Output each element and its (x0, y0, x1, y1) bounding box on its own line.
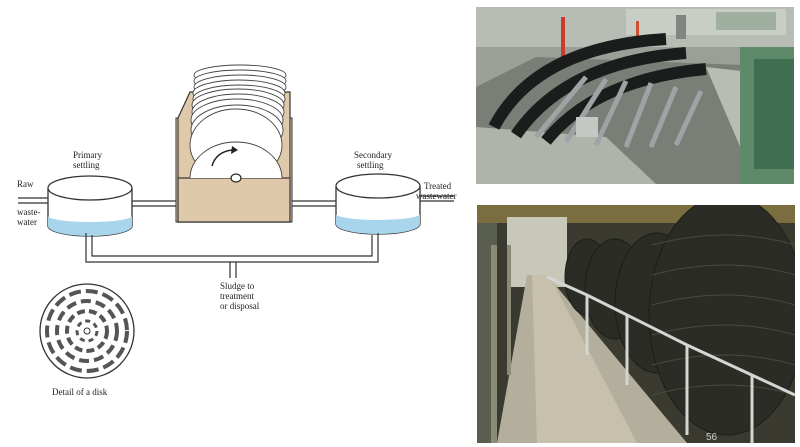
construction-photo-image (476, 7, 794, 184)
treated-outlet-pipe (420, 195, 454, 202)
raw-label-line3: water (17, 217, 37, 227)
sludge-line (85, 233, 379, 278)
sludge-label-2: treatment (220, 291, 254, 301)
disk-detail-label: Detail of a disk (52, 387, 108, 397)
disk-shaft-icon (230, 173, 242, 183)
raw-inlet-pipe (18, 197, 48, 204)
rotation-arrow-icon (211, 149, 233, 167)
secondary-settling-label-1: Secondary (354, 150, 392, 160)
disk-stack (189, 64, 287, 182)
primary-settling-tank (47, 175, 133, 237)
secondary-settling-label-2: settling (357, 160, 384, 170)
secondary-settling-tank (335, 173, 421, 235)
treated-label-1: Treated (424, 181, 452, 191)
raw-label: Raw (17, 179, 34, 189)
raw-label-line2: waste- (17, 207, 41, 217)
treated-label-2: wastewater (416, 191, 456, 201)
pipe-to-contactor (132, 200, 178, 207)
page-number: 56 (706, 432, 718, 443)
disk-detail-icon (39, 283, 135, 379)
photo-rbc-enclosed (477, 205, 795, 443)
rotating-disk-contactor (175, 64, 293, 223)
primary-settling-label-2: settling (73, 160, 100, 170)
sludge-label-1: Sludge to (220, 281, 255, 291)
photo-rbc-construction (476, 7, 794, 184)
primary-settling-label-1: Primary (73, 150, 102, 160)
pipe-to-secondary (292, 200, 336, 207)
enclosed-units-photo-image (477, 205, 795, 443)
rbc-schematic-diagram: Raw waste- water Primary settling Second… (17, 64, 456, 397)
sludge-label-3: or disposal (220, 301, 260, 311)
